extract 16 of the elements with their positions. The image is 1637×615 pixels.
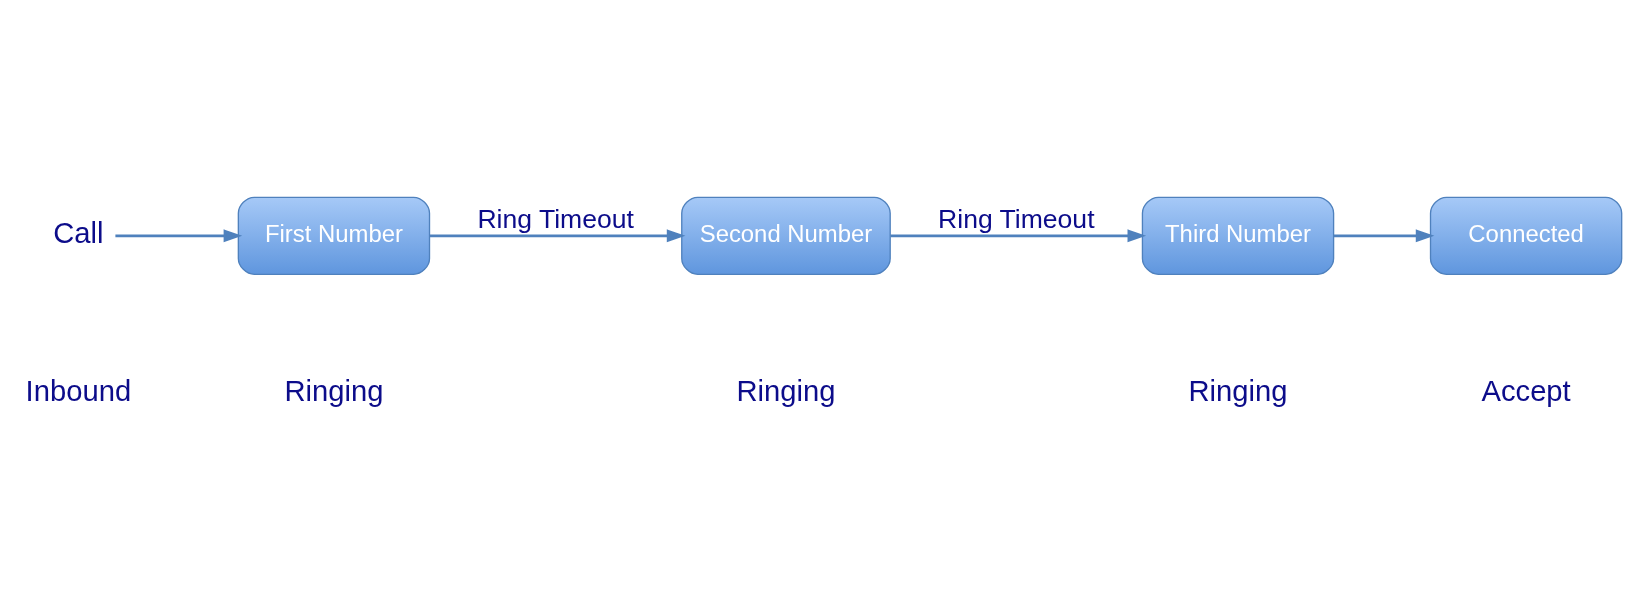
arrow <box>115 229 243 243</box>
arrow <box>1334 229 1435 243</box>
edge-label: Ring Timeout <box>938 203 1095 234</box>
edge-label: Ring Timeout <box>477 203 634 234</box>
arrow <box>430 229 686 243</box>
label: Ringing <box>736 375 836 408</box>
node-box: Connected <box>1429 196 1623 275</box>
node-box: First Number <box>237 196 431 275</box>
arrow <box>890 229 1147 243</box>
label: Accept <box>1481 375 1571 408</box>
node-box: Second Number <box>681 196 891 275</box>
label: Inbound <box>25 375 132 408</box>
node-box: Third Number <box>1141 196 1335 275</box>
label: Ringing <box>284 375 384 408</box>
node-text: Call <box>53 217 104 250</box>
label: Ringing <box>1188 375 1288 408</box>
